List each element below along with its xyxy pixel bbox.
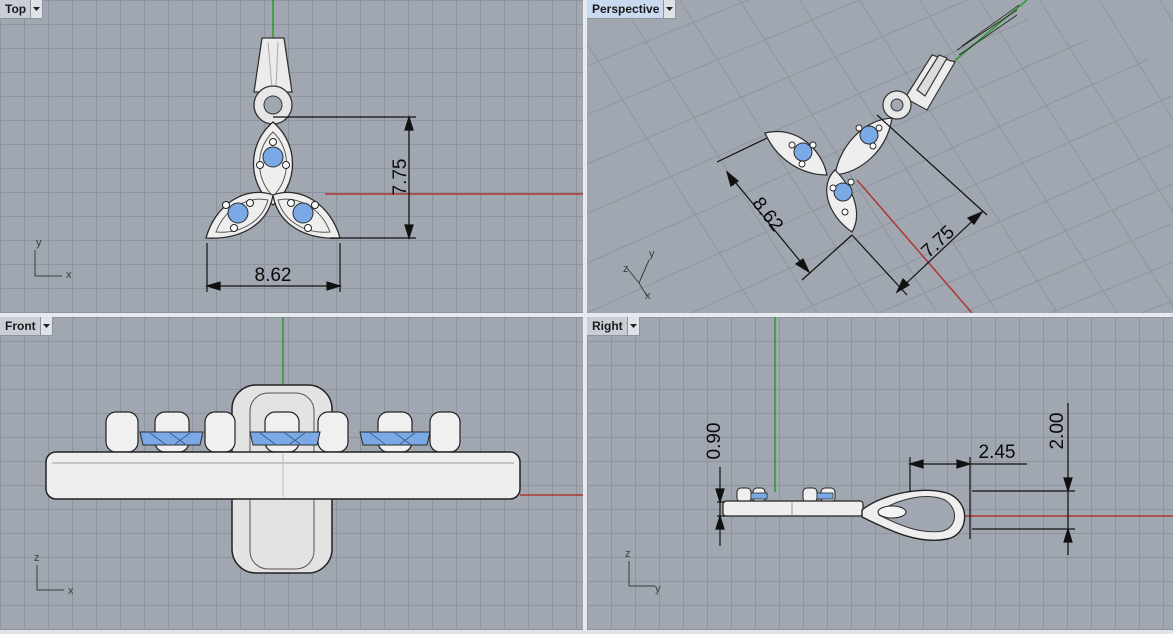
right-axis-icon	[628, 561, 655, 587]
front-view-scene: z x	[34, 317, 583, 597]
status-bar	[0, 630, 1173, 634]
front-axis-label-z: z	[34, 552, 40, 564]
persp-axis-label-z: z	[623, 263, 629, 275]
persp-axis-icon	[626, 259, 650, 297]
chevron-down-icon[interactable]	[626, 317, 639, 335]
viewport-right[interactable]: 0.90 2.45 2.00 z y Right	[587, 317, 1173, 630]
persp-axis-label-x: x	[645, 290, 651, 302]
front-axis-icon	[36, 565, 64, 591]
top-axis-label-y: y	[36, 237, 42, 249]
right-dim-bail-width: 2.45	[979, 442, 1016, 463]
viewport-splitter-vertical[interactable]	[583, 0, 587, 634]
tab-perspective-label: Perspective	[592, 2, 660, 16]
perspective-view-scene: 8.62 7.75 z y x	[587, 0, 1173, 313]
top-axis-icon	[34, 250, 62, 277]
top-gems	[227, 146, 314, 224]
chevron-down-icon[interactable]	[663, 0, 676, 18]
right-view-scene: 0.90 2.45 2.00 z y	[625, 317, 1173, 595]
tab-front[interactable]: Front	[0, 317, 53, 336]
persp-axis-label-y: y	[649, 248, 655, 260]
top-dim-width: 8.62	[255, 265, 292, 286]
top-dim-height: 7.75	[390, 159, 411, 196]
tab-top-label: Top	[5, 2, 27, 16]
viewport-top[interactable]: 7.75 8.62 y x Top	[0, 0, 583, 313]
chevron-down-icon[interactable]	[30, 0, 43, 18]
tab-top[interactable]: Top	[0, 0, 44, 19]
chevron-down-icon[interactable]	[39, 317, 52, 335]
tab-front-label: Front	[5, 319, 36, 333]
top-view-scene: 7.75 8.62 y x	[34, 0, 583, 292]
tab-right[interactable]: Right	[587, 317, 640, 336]
right-dim-thickness: 0.90	[704, 423, 725, 460]
right-axis-label-y: y	[655, 583, 661, 595]
right-axis-label-z: z	[625, 548, 631, 560]
tab-perspective[interactable]: Perspective	[587, 0, 677, 19]
top-axis-label-x: x	[66, 269, 72, 281]
right-dim-bail-height: 2.00	[1047, 413, 1068, 450]
viewport-splitter-horizontal[interactable]	[0, 313, 1173, 317]
viewport-front[interactable]: z x Front	[0, 317, 583, 630]
front-axis-label-x: x	[68, 585, 74, 597]
persp-dim-width: 8.62	[748, 194, 787, 236]
tab-right-label: Right	[592, 319, 623, 333]
viewport-perspective[interactable]: 8.62 7.75 z y x Perspective	[587, 0, 1173, 313]
